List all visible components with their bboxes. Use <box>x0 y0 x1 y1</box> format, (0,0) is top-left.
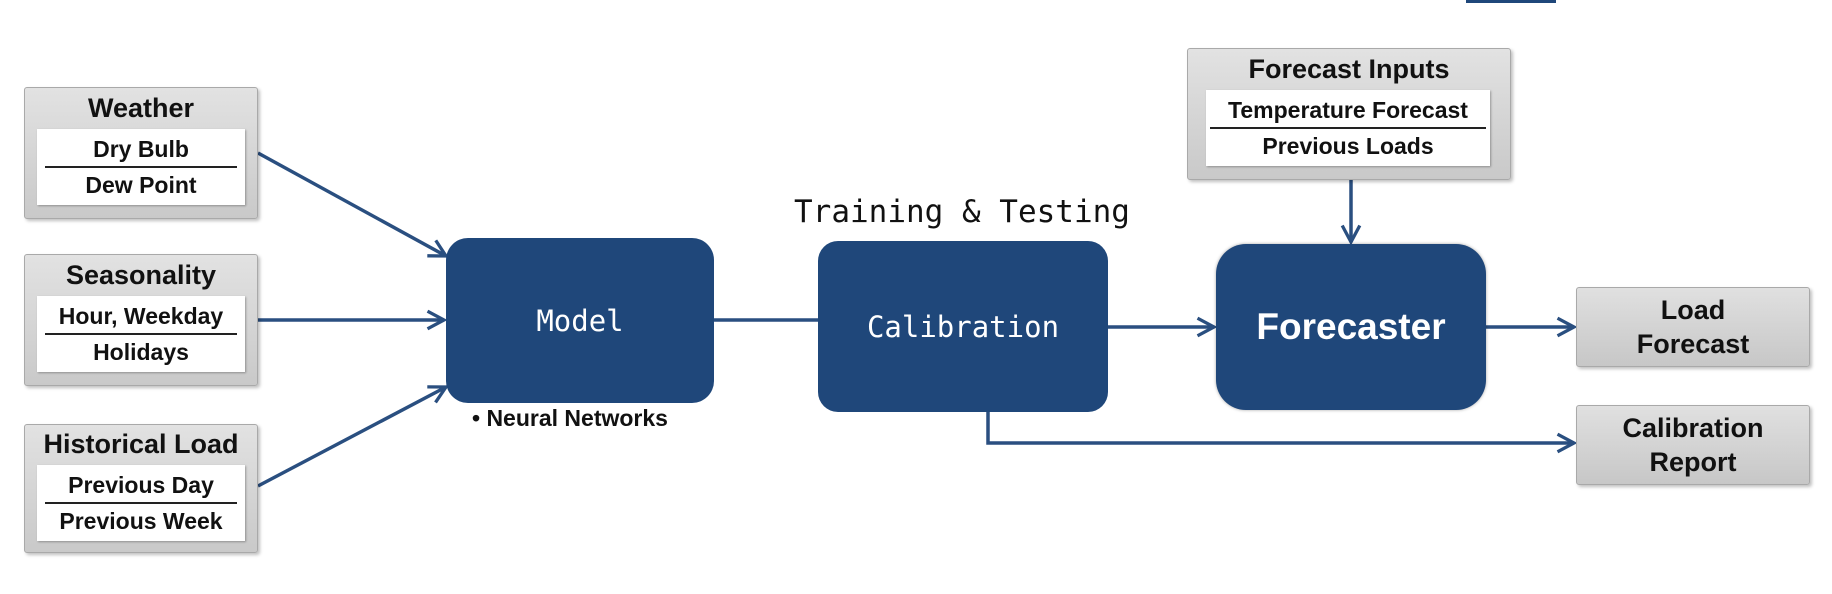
input-title-seasonality: Seasonality <box>65 260 217 290</box>
output-box-load-forecast: Load Forecast <box>1576 287 1810 367</box>
forecast-input-divider <box>1210 127 1486 129</box>
forecast-input-item: Temperature Forecast <box>1228 97 1468 123</box>
input-box-seasonality: Seasonality Hour, Weekday Holidays <box>24 254 258 386</box>
model-box: Model <box>446 238 714 403</box>
input-item: Dew Point <box>85 172 197 198</box>
input-item: Hour, Weekday <box>58 303 224 329</box>
model-label: Model <box>536 303 624 338</box>
output-line: Load <box>1660 295 1726 325</box>
input-card-weather: Dry Bulb Dew Point <box>37 129 245 205</box>
input-card-seasonality: Hour, Weekday Holidays <box>37 296 245 372</box>
calibration-label: Calibration <box>866 309 1060 344</box>
forecaster-box: Forecaster <box>1216 244 1486 410</box>
input-item: Holidays <box>93 339 189 365</box>
forecast-inputs-title: Forecast Inputs <box>1248 54 1450 84</box>
output-box-calibration-report: Calibration Report <box>1576 405 1810 485</box>
output-line: Report <box>1649 447 1737 477</box>
arrow-calibration-to-report <box>986 412 1574 443</box>
top-edge-bar <box>1466 0 1556 3</box>
input-item: Previous Week <box>59 508 223 534</box>
model-note: • Neural Networks <box>472 405 668 431</box>
arrow-historical-to-model <box>257 387 446 488</box>
input-card-historical-load: Previous Day Previous Week <box>37 465 245 541</box>
forecaster-label: Forecaster <box>1256 306 1446 347</box>
input-box-historical-load: Historical Load Previous Day Previous We… <box>24 424 258 553</box>
input-divider <box>45 502 237 504</box>
forecast-input-item: Previous Loads <box>1262 133 1434 159</box>
input-divider <box>45 166 237 168</box>
calibration-box: Calibration <box>818 241 1108 412</box>
input-item: Dry Bulb <box>93 136 189 162</box>
output-line: Forecast <box>1636 329 1750 359</box>
input-title-weather: Weather <box>87 93 195 123</box>
forecast-inputs-box: Forecast Inputs Temperature Forecast Pre… <box>1187 48 1511 180</box>
arrow-weather-to-model <box>257 151 446 256</box>
input-box-weather: Weather Dry Bulb Dew Point <box>24 87 258 219</box>
input-divider <box>45 333 237 335</box>
calibration-heading: Training & Testing <box>794 194 1130 230</box>
input-title-historical-load: Historical Load <box>43 429 239 459</box>
output-line: Calibration <box>1622 413 1764 443</box>
input-item: Previous Day <box>68 472 214 498</box>
forecast-inputs-card: Temperature Forecast Previous Loads <box>1206 90 1490 166</box>
